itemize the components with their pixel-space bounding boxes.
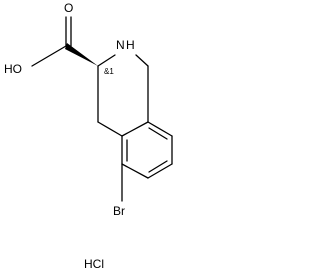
bond-n2-to-c1 bbox=[135, 54, 149, 67]
amine-nitrogen-label: N bbox=[116, 38, 125, 52]
aromatic-inner-bond-c7-c6 bbox=[148, 160, 168, 173]
bond-carbonyl-c-to-hydroxyl-o bbox=[31, 45, 67, 67]
bond-c7-to-c6 bbox=[147, 163, 173, 179]
hydroxyl-label: HO bbox=[4, 62, 22, 76]
chemical-structure-diagram: HO O N H Br &1 bbox=[4, 1, 173, 218]
amine-hydrogen-label: H bbox=[126, 38, 135, 52]
aromatic-inner-bond-c8a-c8 bbox=[148, 127, 168, 140]
stereo-wedge-bond bbox=[65, 43, 98, 66]
salt-label: HCl bbox=[84, 257, 104, 271]
bond-c4a-to-c8a bbox=[121, 121, 149, 137]
stereo-descriptor-label: &1 bbox=[104, 67, 114, 76]
bromine-label: Br bbox=[113, 204, 125, 218]
bond-c6-to-c5 bbox=[121, 163, 149, 179]
bond-c4-to-c4a bbox=[97, 121, 123, 137]
bond-c3-to-n2 bbox=[97, 54, 116, 67]
carbonyl-oxygen-label: O bbox=[64, 1, 73, 15]
bond-c8a-to-c8 bbox=[147, 121, 173, 137]
